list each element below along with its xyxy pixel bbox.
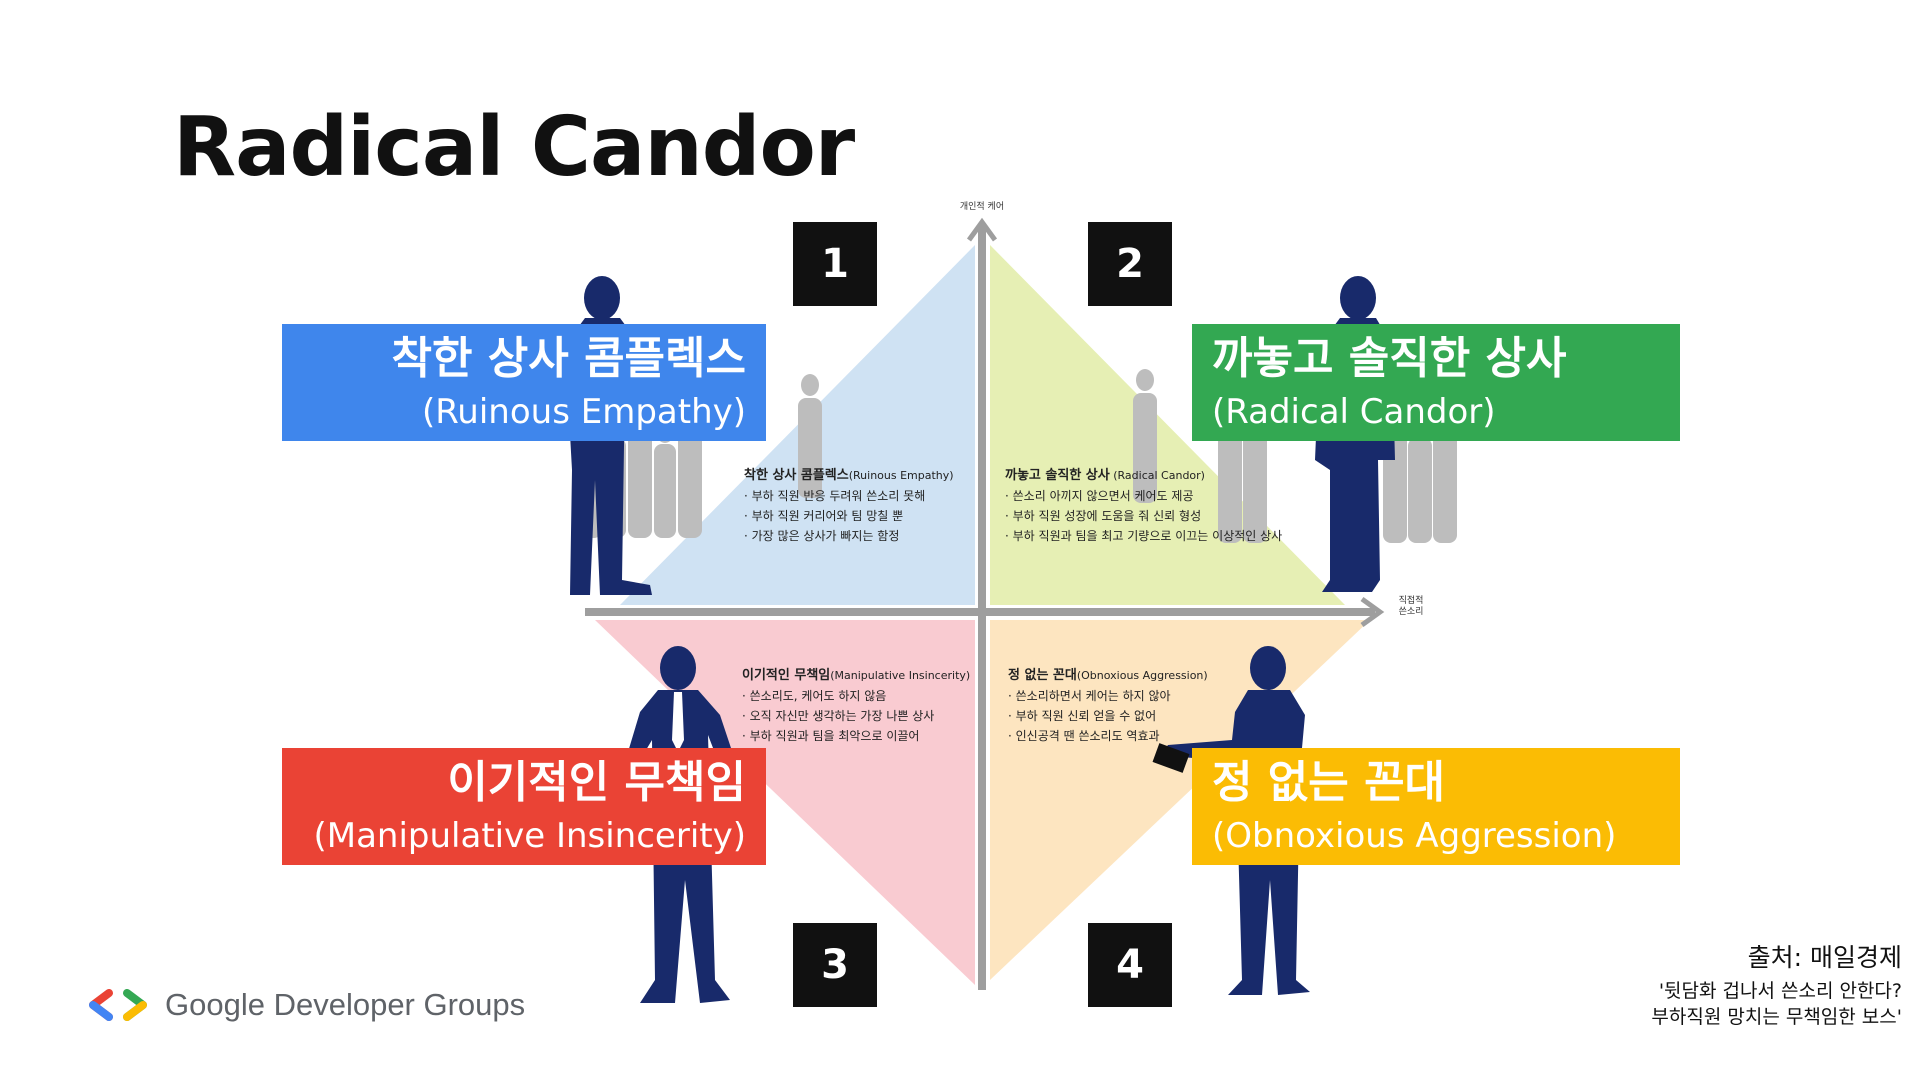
quadrant-3-description: 이기적인 무책임(Manipulative Insincerity) · 쓴소리… (742, 666, 970, 746)
axes (585, 217, 1385, 990)
quadrant-number-3: 3 (793, 923, 877, 1007)
quadrant-4-title-ko: 정 없는 꼰대 (1212, 757, 1446, 808)
source-line-1: '뒷담화 겁나서 쓴소리 안한다? (1658, 980, 1902, 1002)
source-label: 출처: 매일경제 (1747, 943, 1902, 972)
quadrant-number-4: 4 (1088, 923, 1172, 1007)
gdg-logo-text: Google Developer Groups (165, 987, 526, 1022)
page-title: Radical Candor (173, 100, 855, 195)
quadrant-2-bullet: · 쓴소리 아끼지 않으면서 케어도 제공 (1005, 489, 1194, 503)
y-axis-arrow-icon (966, 217, 998, 242)
quadrant-2-title-en: (Radical Candor) (1212, 392, 1496, 432)
quadrant-number-2: 2 (1088, 222, 1172, 306)
quadrant-4-desc-title: 정 없는 꼰대(Obnoxious Aggression) (1008, 668, 1208, 683)
quadrant-2-bullet: · 부하 직원과 팀을 최고 기량으로 이끄는 이상적인 상사 (1005, 529, 1283, 543)
quadrant-4-description: 정 없는 꼰대(Obnoxious Aggression) · 쓴소리하면서 케… (1008, 666, 1208, 746)
quadrant-1-bullet: · 부하 직원 커리어와 팀 망칠 뿐 (744, 509, 904, 523)
quadrant-1-triangle (620, 245, 975, 605)
quadrant-3-bullet: · 쓴소리도, 케어도 하지 않음 (742, 689, 887, 703)
quadrant-3-title-en: (Manipulative Insincerity) (313, 816, 746, 856)
quadrant-4-bullet: · 부하 직원 신뢰 얻을 수 없어 (1008, 709, 1157, 723)
y-axis-label: 개인적 케어 (959, 202, 1005, 212)
quadrant-2-title-box: 까놓고 솔직한 상사 (Radical Candor) (1192, 324, 1680, 441)
quadrant-2-bullet: · 부하 직원 성장에 도움을 줘 신뢰 형성 (1005, 509, 1202, 523)
x-axis-label: 직접적 쓴소리 (1398, 596, 1424, 617)
quadrant-2-desc-title: 까놓고 솔직한 상사 (Radical Candor) (1005, 468, 1205, 483)
quadrant-2-title-ko: 까놓고 솔직한 상사 (1212, 333, 1567, 384)
x-axis-arrow-icon (1360, 596, 1385, 628)
quadrant-4-bullet: · 인신공격 땐 쓴소리도 역효과 (1008, 729, 1160, 743)
source-line-2: 부하직원 망치는 무책임한 보스' (1651, 1006, 1902, 1028)
quadrant-1-bullet: · 부하 직원 반응 두려워 쓴소리 못해 (744, 489, 926, 503)
quadrant-2-description: 까놓고 솔직한 상사 (Radical Candor) · 쓴소리 아끼지 않으… (1005, 466, 1282, 546)
quadrant-3-bullet: · 부하 직원과 팀을 최악으로 이끌어 (742, 729, 920, 743)
quadrant-3-title-ko: 이기적인 무책임 (447, 757, 746, 808)
gdg-logo: Google Developer Groups (85, 985, 525, 1025)
quadrant-number-1: 1 (793, 222, 877, 306)
quadrant-4-title-en: (Obnoxious Aggression) (1212, 816, 1617, 856)
gdg-chevrons-icon (89, 989, 147, 1021)
quadrant-1-title-box: 착한 상사 콤플렉스 (Ruinous Empathy) (282, 324, 766, 441)
quadrant-3-desc-title: 이기적인 무책임(Manipulative Insincerity) (742, 668, 971, 683)
quadrant-3-title-box: 이기적인 무책임 (Manipulative Insincerity) (282, 748, 766, 865)
quadrant-3-bullet: · 오직 자신만 생각하는 가장 나쁜 상사 (742, 709, 935, 723)
quadrant-1-title-en: (Ruinous Empathy) (421, 392, 746, 432)
quadrant-4-title-box: 정 없는 꼰대 (Obnoxious Aggression) (1192, 748, 1680, 865)
quadrant-1-description: 착한 상사 콤플렉스(Ruinous Empathy) · 부하 직원 반응 두… (744, 466, 954, 546)
quadrant-1-desc-title: 착한 상사 콤플렉스(Ruinous Empathy) (744, 468, 954, 483)
quadrant-1-title-ko: 착한 상사 콤플렉스 (391, 333, 746, 384)
quadrant-4-bullet: · 쓴소리하면서 케어는 하지 않아 (1008, 689, 1171, 703)
quadrant-1-bullet: · 가장 많은 상사가 빠지는 함정 (744, 529, 900, 543)
